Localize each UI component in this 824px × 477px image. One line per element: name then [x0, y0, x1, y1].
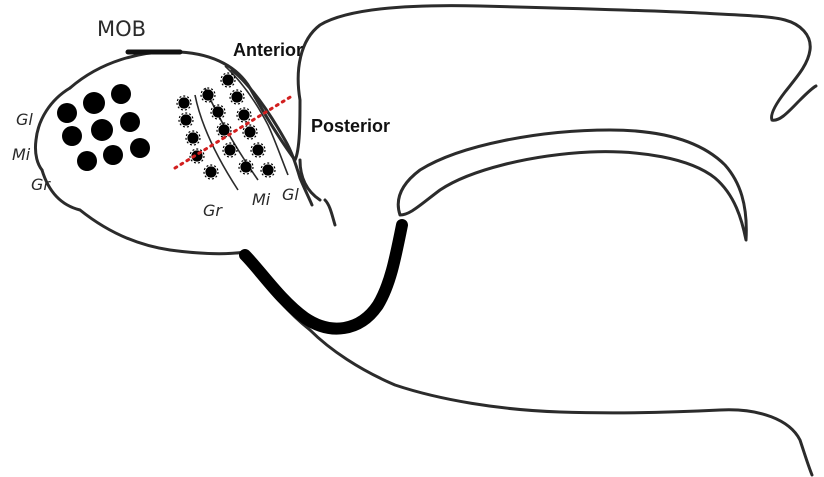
large-dot — [120, 112, 140, 132]
small-dot — [237, 108, 251, 122]
left-gr-label: Gr — [31, 175, 51, 194]
anterior-label: Anterior — [233, 40, 303, 60]
small-dot — [239, 160, 253, 174]
left-gl-label: Gl — [16, 110, 33, 129]
bulb-lower-outline — [42, 170, 812, 475]
mob-label: MOB — [97, 17, 146, 41]
large-dot-cluster — [57, 84, 150, 171]
small-dot — [201, 88, 215, 102]
small-dot — [230, 90, 244, 104]
bulb-left-outline — [35, 88, 70, 170]
posterior-label: Posterior — [311, 116, 390, 136]
small-dot — [221, 73, 235, 87]
right-gl-label: Gl — [282, 185, 299, 204]
right-mi-label: Mi — [252, 190, 271, 209]
large-dot — [83, 92, 105, 114]
large-dot — [57, 103, 77, 123]
small-dot — [251, 143, 265, 157]
small-dot-cluster — [177, 73, 275, 179]
small-dot — [177, 96, 191, 110]
bulb-inner-right-edge — [225, 66, 288, 175]
large-dot — [91, 119, 113, 141]
small-dot — [243, 125, 257, 139]
small-dot — [179, 113, 193, 127]
large-dot — [62, 126, 82, 146]
right-gr-label: Gr — [203, 201, 223, 220]
small-dot — [211, 105, 225, 119]
large-dot — [111, 84, 131, 104]
small-dot — [204, 165, 218, 179]
olfactory-tract — [245, 225, 402, 329]
inner-arch — [398, 130, 746, 240]
small-dot — [186, 131, 200, 145]
brain-outline — [70, 6, 816, 225]
small-dot — [261, 163, 275, 177]
large-dot — [130, 138, 150, 158]
large-dot — [77, 151, 97, 171]
large-dot — [103, 145, 123, 165]
left-mi-label: Mi — [12, 145, 31, 164]
